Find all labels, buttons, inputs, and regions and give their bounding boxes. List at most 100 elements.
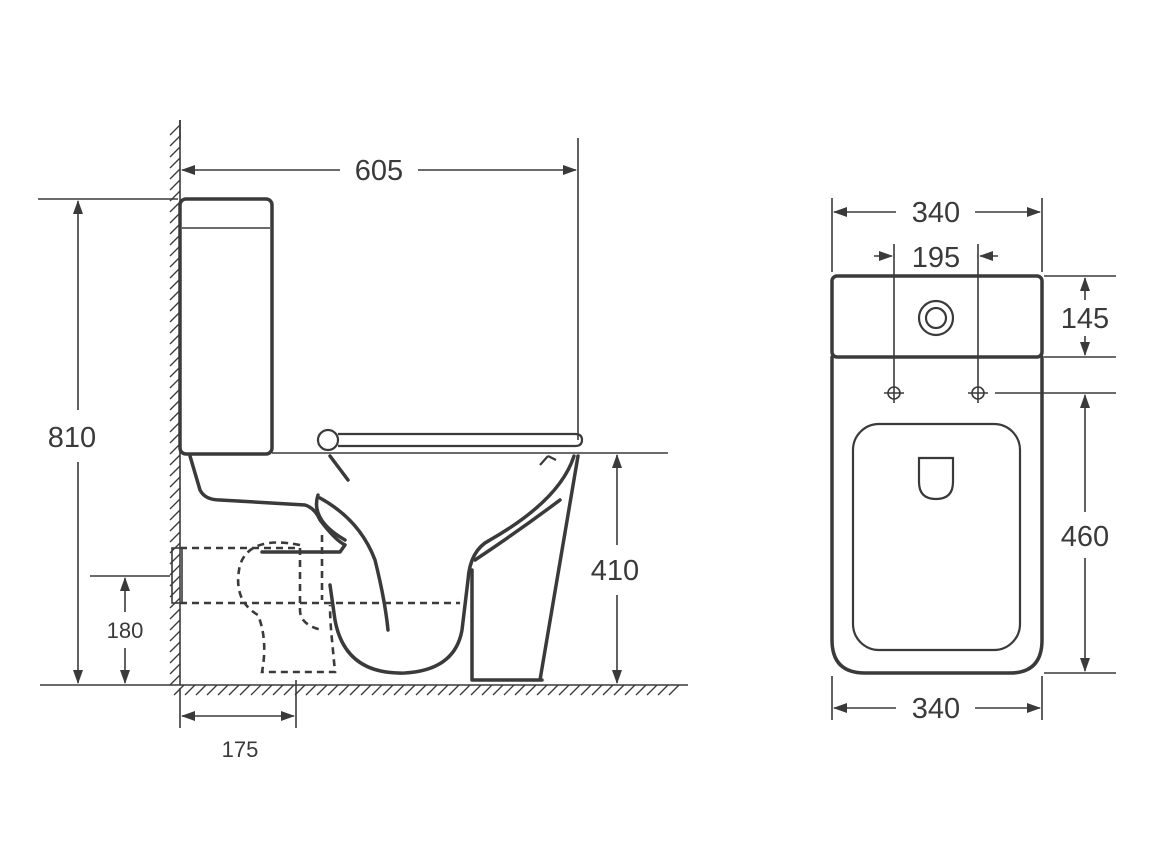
wall-hatch-mark — [169, 531, 181, 543]
dim-195: 195 — [874, 242, 998, 383]
wall-hatch-mark — [169, 674, 181, 686]
wall-hatch-mark — [169, 476, 181, 488]
dim-460-label: 460 — [1061, 521, 1109, 553]
bowl-inner-trap — [318, 496, 390, 632]
dim-340-top: 340 — [831, 197, 1043, 272]
cistern-top — [830, 274, 1044, 359]
bowl-body — [188, 454, 347, 554]
dim-340-bottom: 340 — [831, 676, 1043, 725]
floor-hatch-mark — [173, 684, 185, 696]
floor-hatch-mark — [437, 684, 449, 696]
wall-hatch-mark — [169, 663, 181, 675]
floor-hatch-mark — [371, 684, 383, 696]
floor-hatch-mark — [360, 684, 372, 696]
floor-hatching — [173, 684, 680, 696]
dim-605-label: 605 — [355, 155, 403, 187]
wall-hatch-mark — [169, 498, 181, 510]
floor-hatch-mark — [261, 684, 273, 696]
dim-145: 145 — [1044, 275, 1116, 358]
wall-hatch-mark — [169, 124, 181, 136]
floor-hatch-mark — [228, 684, 240, 696]
bowl-top-seat — [851, 422, 1022, 652]
bowl-bowl-curve — [328, 454, 576, 675]
floor-hatch-mark — [591, 684, 603, 696]
flush-button-inner — [924, 306, 948, 330]
floor-hatch-mark — [580, 684, 592, 696]
floor-hatch-mark — [602, 684, 614, 696]
bowl-outer — [314, 454, 350, 542]
wall-hatch-mark — [169, 509, 181, 521]
floor-hatch-mark — [514, 684, 526, 696]
floor-hatch-mark — [613, 684, 625, 696]
dim-180-label: 180 — [107, 618, 144, 643]
floor-hatch-mark — [415, 684, 427, 696]
trap-dashed — [236, 541, 337, 674]
seat-hinge — [316, 428, 340, 452]
wall-hatch-mark — [169, 465, 181, 477]
floor-hatch-mark — [184, 684, 196, 696]
waste-pipe-dashed — [180, 546, 460, 605]
dim-340-bottom-label: 340 — [912, 693, 960, 725]
floor-hatch-mark — [525, 684, 537, 696]
floor-hatch-mark — [492, 684, 504, 696]
flush-button-outer — [917, 299, 955, 337]
wall-hatch-mark — [169, 201, 181, 213]
floor-hatch-mark — [404, 684, 416, 696]
floor-hatch-mark — [393, 684, 405, 696]
wall-hatch-mark — [169, 135, 181, 147]
floor-hatch-mark — [283, 684, 295, 696]
floor-hatch-mark — [272, 684, 284, 696]
floor-hatch-mark — [547, 684, 559, 696]
dim-810-label: 810 — [48, 422, 96, 454]
wall-hatch-mark — [169, 641, 181, 653]
floor-hatch-mark — [646, 684, 658, 696]
floor-hatch-mark — [195, 684, 207, 696]
toilet-seat — [338, 432, 584, 448]
floor-hatch-mark — [668, 684, 680, 696]
rim-hook — [539, 455, 557, 466]
floor-hatch-mark — [250, 684, 262, 696]
floor-hatch-mark — [569, 684, 581, 696]
floor-hatch-mark — [536, 684, 548, 696]
floor-hatch-mark — [316, 684, 328, 696]
floor-hatch-mark — [338, 684, 350, 696]
wall-hatch-mark — [169, 520, 181, 532]
bowl-foot — [470, 454, 580, 682]
dim-175: 175 — [179, 680, 297, 762]
floor-hatch-mark — [503, 684, 515, 696]
floor-hatch-mark — [624, 684, 636, 696]
dim-410-label: 410 — [591, 555, 639, 587]
floor-hatch-mark — [239, 684, 251, 696]
cistern — [178, 197, 274, 456]
trap-dashed-inner — [298, 535, 324, 632]
side-view: 605 810 410 180 175 — [38, 120, 688, 762]
floor-hatch-mark — [657, 684, 669, 696]
floor-hatch-mark — [558, 684, 570, 696]
wall-hatch-mark — [169, 608, 181, 620]
fixing-hole-right — [968, 383, 988, 403]
wall-hatch-mark — [169, 487, 181, 499]
floor-hatch-mark — [217, 684, 229, 696]
wall-hatch-mark — [169, 146, 181, 158]
dim-340-top-label: 340 — [912, 197, 960, 229]
dim-460: 460 — [995, 392, 1116, 674]
floor-hatch-mark — [305, 684, 317, 696]
wall-hatch-mark — [169, 454, 181, 466]
wall-hatch-mark — [169, 630, 181, 642]
dim-145-label: 145 — [1061, 303, 1109, 335]
floor-hatch-mark — [382, 684, 394, 696]
floor-hatch-mark — [327, 684, 339, 696]
floor-hatch-mark — [426, 684, 438, 696]
top-view: 340 195 145 460 — [830, 197, 1116, 725]
dim-195-label: 195 — [912, 242, 960, 274]
floor-hatch-mark — [470, 684, 482, 696]
floor-hatch-mark — [206, 684, 218, 696]
floor-hatch-mark — [481, 684, 493, 696]
water-outlet — [917, 456, 955, 501]
wall-hatch-mark — [169, 652, 181, 664]
outlet-connector — [171, 547, 183, 604]
wall-hatch-mark — [169, 157, 181, 169]
fixing-hole-left — [884, 383, 904, 403]
bowl-top-outline — [830, 355, 1044, 675]
